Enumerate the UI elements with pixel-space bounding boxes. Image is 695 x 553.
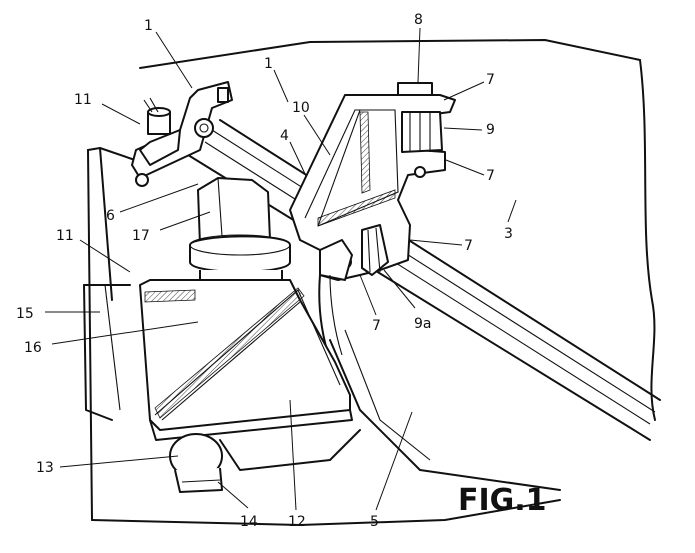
label-1b: 1 xyxy=(264,56,273,72)
vehicle-body xyxy=(83,39,656,526)
triangular-base xyxy=(139,279,353,441)
label-11a: 11 xyxy=(74,92,92,108)
label-16: 16 xyxy=(24,340,42,356)
label-5: 5 xyxy=(370,514,379,530)
label-1a: 1 xyxy=(144,18,153,34)
label-9: 9 xyxy=(486,122,495,138)
label-11b: 11 xyxy=(56,228,74,244)
label-13: 13 xyxy=(36,460,54,476)
panel-5 xyxy=(329,339,561,491)
bottom-roller xyxy=(169,429,361,493)
label-4: 4 xyxy=(280,128,289,144)
label-10: 10 xyxy=(292,100,310,116)
label-9a: 9a xyxy=(414,316,432,332)
label-6: 6 xyxy=(106,208,115,224)
label-8: 8 xyxy=(414,12,423,28)
label-7a: 7 xyxy=(486,72,495,88)
left-bracket-assembly xyxy=(131,81,233,187)
reference-labels: 1 11 1 10 4 8 7 9 7 7 3 6 17 11 15 16 7 … xyxy=(16,12,547,530)
label-17: 17 xyxy=(132,228,150,244)
label-3: 3 xyxy=(504,226,513,242)
label-15: 15 xyxy=(16,306,34,322)
label-7b: 7 xyxy=(486,168,495,184)
label-12: 12 xyxy=(288,514,306,530)
figure-title: FIG.1 xyxy=(458,483,547,518)
label-7d: 7 xyxy=(372,318,381,334)
leader-lines xyxy=(45,27,517,511)
label-7c: 7 xyxy=(464,238,473,254)
main-bracket xyxy=(289,82,456,281)
label-14: 14 xyxy=(240,514,258,530)
